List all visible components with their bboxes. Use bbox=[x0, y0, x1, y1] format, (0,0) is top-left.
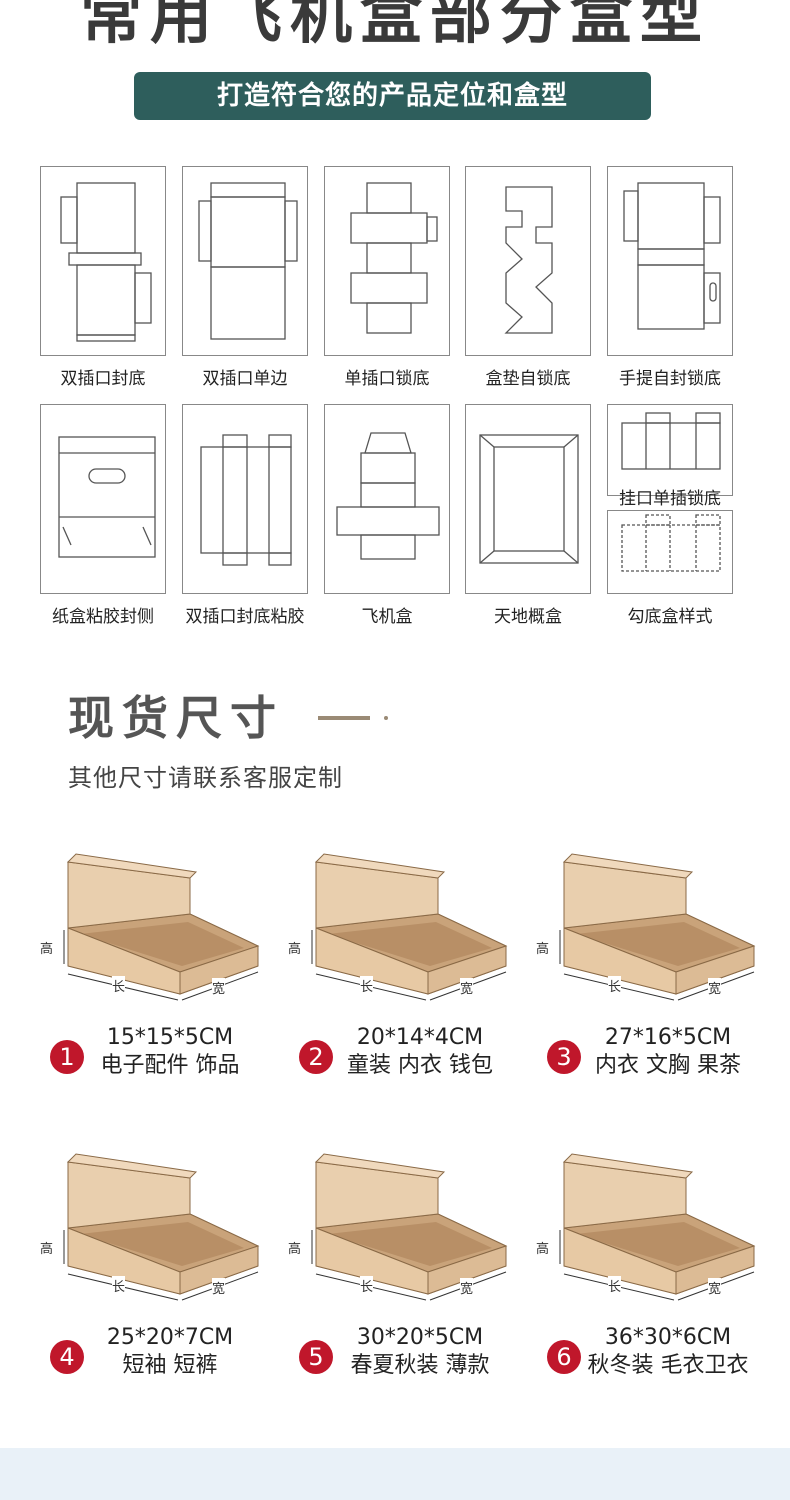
mailer-box-image bbox=[60, 850, 260, 1010]
box-style-label: 纸盒粘胶封侧 bbox=[52, 607, 154, 627]
box-style-diagram bbox=[607, 510, 733, 594]
width-label: 宽 bbox=[460, 1278, 474, 1297]
size-number-badge: 3 bbox=[547, 1040, 581, 1074]
width-label: 宽 bbox=[460, 978, 474, 997]
size-uses: 内衣 文胸 果茶 bbox=[595, 1053, 741, 1078]
height-label: 高 bbox=[40, 1242, 54, 1257]
height-label: 高 bbox=[288, 942, 302, 957]
mailer-box-image bbox=[60, 1150, 260, 1310]
length-label: 长 bbox=[608, 976, 622, 995]
height-label: 高 bbox=[40, 942, 54, 957]
mailer-box-image bbox=[308, 1150, 508, 1310]
title-dot-decoration bbox=[384, 716, 388, 720]
size-uses: 短袖 短裤 bbox=[122, 1353, 218, 1378]
page-title: 常用飞机盒部分盒型 bbox=[79, 0, 710, 52]
box-style-diagram bbox=[465, 404, 591, 594]
box-style-label: 天地概盒 bbox=[494, 607, 562, 627]
box-style-diagram bbox=[465, 166, 591, 356]
box-style-diagram bbox=[324, 404, 450, 594]
box-style-diagram bbox=[40, 166, 166, 356]
width-label: 宽 bbox=[212, 1278, 226, 1297]
mailer-box-image bbox=[556, 1150, 756, 1310]
subtitle-banner: 打造符合您的产品定位和盒型 bbox=[134, 72, 651, 120]
length-label: 长 bbox=[608, 1276, 622, 1295]
mailer-box-image bbox=[308, 850, 508, 1010]
size-number-badge: 2 bbox=[299, 1040, 333, 1074]
length-label: 长 bbox=[112, 1276, 126, 1295]
length-label: 长 bbox=[112, 976, 126, 995]
height-label: 高 bbox=[536, 1242, 550, 1257]
section-subtitle: 其他尺寸请联系客服定制 bbox=[68, 764, 343, 792]
size-dimensions: 27*16*5CM bbox=[604, 1025, 732, 1050]
size-dimensions: 30*20*5CM bbox=[356, 1325, 484, 1350]
size-dimensions: 15*15*5CM bbox=[106, 1025, 234, 1050]
box-style-label: 挂口单插锁底 bbox=[619, 489, 721, 509]
size-uses: 秋冬装 毛衣卫衣 bbox=[587, 1353, 749, 1378]
length-label: 长 bbox=[360, 976, 374, 995]
box-style-diagram bbox=[324, 166, 450, 356]
size-dimensions: 36*30*6CM bbox=[604, 1325, 732, 1350]
box-style-label: 双插口封底粘胶 bbox=[185, 607, 305, 627]
box-style-label: 手提自封锁底 bbox=[619, 369, 721, 389]
box-style-diagram bbox=[607, 404, 733, 496]
box-style-diagram bbox=[182, 404, 308, 594]
size-dimensions: 20*14*4CM bbox=[356, 1025, 484, 1050]
size-number-badge: 1 bbox=[50, 1040, 84, 1074]
bottom-band bbox=[0, 1448, 790, 1500]
size-number-badge: 4 bbox=[50, 1340, 84, 1374]
size-number-badge: 5 bbox=[299, 1340, 333, 1374]
box-style-diagram bbox=[182, 166, 308, 356]
section-title: 现货尺寸 bbox=[68, 691, 284, 745]
size-number-badge: 6 bbox=[547, 1340, 581, 1374]
box-style-label: 勾底盒样式 bbox=[627, 607, 713, 627]
title-dash-decoration bbox=[318, 716, 370, 720]
box-style-label: 盒垫自锁底 bbox=[485, 369, 571, 389]
box-style-diagram bbox=[40, 404, 166, 594]
size-dimensions: 25*20*7CM bbox=[106, 1325, 234, 1350]
width-label: 宽 bbox=[708, 978, 722, 997]
box-style-label: 飞机盒 bbox=[361, 607, 413, 627]
size-uses: 春夏秋装 薄款 bbox=[350, 1353, 490, 1378]
box-style-label: 单插口锁底 bbox=[344, 369, 430, 389]
width-label: 宽 bbox=[212, 978, 226, 997]
size-uses: 电子配件 饰品 bbox=[100, 1053, 240, 1078]
length-label: 长 bbox=[360, 1276, 374, 1295]
size-uses: 童装 内衣 钱包 bbox=[347, 1053, 493, 1078]
width-label: 宽 bbox=[708, 1278, 722, 1297]
box-style-label: 双插口封底 bbox=[60, 369, 146, 389]
height-label: 高 bbox=[536, 942, 550, 957]
height-label: 高 bbox=[288, 1242, 302, 1257]
box-style-label: 双插口单边 bbox=[202, 369, 288, 389]
box-style-diagram bbox=[607, 166, 733, 356]
mailer-box-image bbox=[556, 850, 756, 1010]
